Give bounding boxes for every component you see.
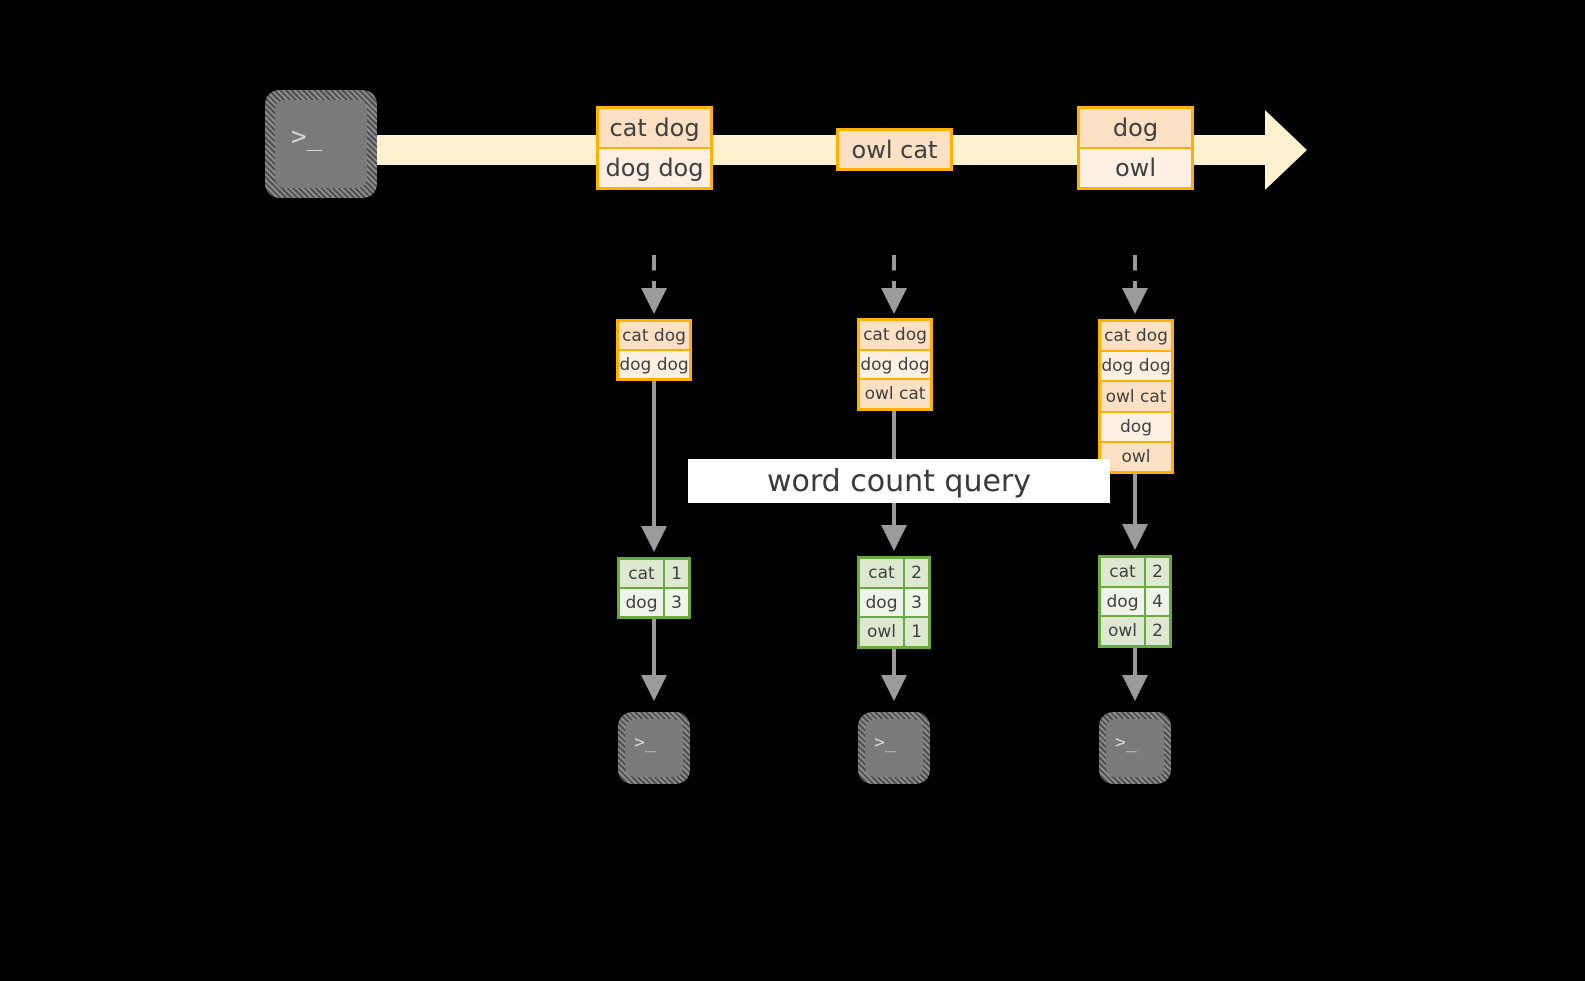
query-label: word count query: [688, 459, 1110, 503]
terminal-screen: [1106, 719, 1164, 777]
snapshot-tap-line-2: [892, 255, 896, 293]
stream-record-line: cat dog: [599, 109, 710, 149]
terminal-prompt-label: >_: [634, 732, 656, 753]
stream-record-3: dog owl: [1077, 106, 1194, 190]
snapshot-input-line: owl: [1101, 442, 1171, 472]
table-row: dog 3: [620, 589, 688, 616]
table-row: cat 2: [860, 559, 928, 589]
snapshot-input-line: cat dog: [619, 322, 689, 351]
snapshot-tap-arrowhead-icon-3: [1122, 288, 1148, 314]
sink-terminal-3[interactable]: >_: [1099, 712, 1171, 784]
table-row: owl 1: [860, 618, 928, 647]
snapshot-tap-arrowhead-icon-2: [881, 288, 907, 314]
result-value: 2: [905, 559, 928, 587]
snapshot-input-line: cat dog: [1101, 322, 1171, 353]
query-flow-arrowhead-icon-1: [641, 526, 667, 552]
snapshot-input-line: dog dog: [619, 351, 689, 378]
query-flow-arrowhead-icon-2: [881, 525, 907, 551]
result-value: 1: [905, 618, 928, 647]
snapshot-input-box-1: cat dog dog dog: [616, 319, 692, 381]
result-sink-line-2: [892, 649, 896, 683]
result-key: cat: [1101, 558, 1146, 586]
snapshot-input-line: cat dog: [860, 321, 930, 351]
terminal-screen: [625, 719, 683, 777]
result-key: cat: [620, 560, 665, 587]
sink-terminal-2[interactable]: >_: [858, 712, 930, 784]
result-table-1: cat 1 dog 3: [617, 557, 691, 619]
result-key: cat: [860, 559, 905, 587]
table-row: cat 2: [1101, 558, 1169, 588]
snapshot-tap-arrowhead-icon-1: [641, 288, 667, 314]
result-value: 2: [1146, 558, 1169, 586]
result-sink-arrowhead-icon-3: [1122, 675, 1148, 701]
terminal-prompt-label: >_: [1115, 732, 1137, 753]
terminal-prompt-label: >_: [874, 732, 896, 753]
result-value: 4: [1146, 587, 1169, 616]
result-key: owl: [1101, 617, 1146, 646]
stream-arrowhead-icon: [1265, 110, 1307, 190]
table-row: dog 4: [1101, 587, 1169, 618]
stream-record-line: owl cat: [839, 131, 950, 168]
result-sink-arrowhead-icon-2: [881, 675, 907, 701]
result-table-2: cat 2 dog 3 owl 1: [857, 556, 931, 649]
stream-source-terminal[interactable]: >_: [265, 90, 377, 198]
terminal-screen: [865, 719, 923, 777]
result-key: dog: [1101, 587, 1146, 616]
snapshot-input-line: dog dog: [1101, 352, 1171, 383]
result-sink-line-1: [652, 619, 656, 681]
result-key: dog: [620, 589, 665, 616]
result-value: 1: [665, 560, 688, 587]
table-row: cat 1: [620, 560, 688, 589]
snapshot-tap-line-1: [652, 255, 656, 293]
sink-terminal-1[interactable]: >_: [618, 712, 690, 784]
result-sink-arrowhead-icon-1: [641, 675, 667, 701]
snapshot-input-line: dog: [1101, 412, 1171, 443]
stream-record-2: owl cat: [836, 128, 953, 171]
stream-record-line: owl: [1080, 149, 1191, 187]
stream-record-1: cat dog dog dog: [596, 106, 713, 190]
query-flow-line-3: [1133, 474, 1137, 531]
snapshot-input-line: owl cat: [1101, 382, 1171, 413]
snapshot-input-box-2: cat dog dog dog owl cat: [857, 318, 933, 411]
terminal-screen: [275, 100, 367, 188]
stream-record-line: dog: [1080, 109, 1191, 149]
result-table-3: cat 2 dog 4 owl 2: [1098, 555, 1172, 648]
table-row: owl 2: [1101, 617, 1169, 646]
snapshot-input-line: owl cat: [860, 380, 930, 409]
result-value: 2: [1146, 617, 1169, 646]
snapshot-tap-line-3: [1133, 255, 1137, 293]
table-row: dog 3: [860, 588, 928, 619]
result-key: owl: [860, 618, 905, 647]
stream-record-line: dog dog: [599, 149, 710, 187]
snapshot-input-line: dog dog: [860, 350, 930, 381]
result-key: dog: [860, 588, 905, 617]
result-sink-line-3: [1133, 648, 1137, 682]
query-flow-line-1: [652, 381, 656, 532]
result-value: 3: [905, 588, 928, 617]
snapshot-input-box-3: cat dog dog dog owl cat dog owl: [1098, 319, 1174, 474]
query-flow-arrowhead-icon-3: [1122, 524, 1148, 550]
terminal-prompt-label: >_: [291, 122, 323, 152]
result-value: 3: [665, 589, 688, 616]
